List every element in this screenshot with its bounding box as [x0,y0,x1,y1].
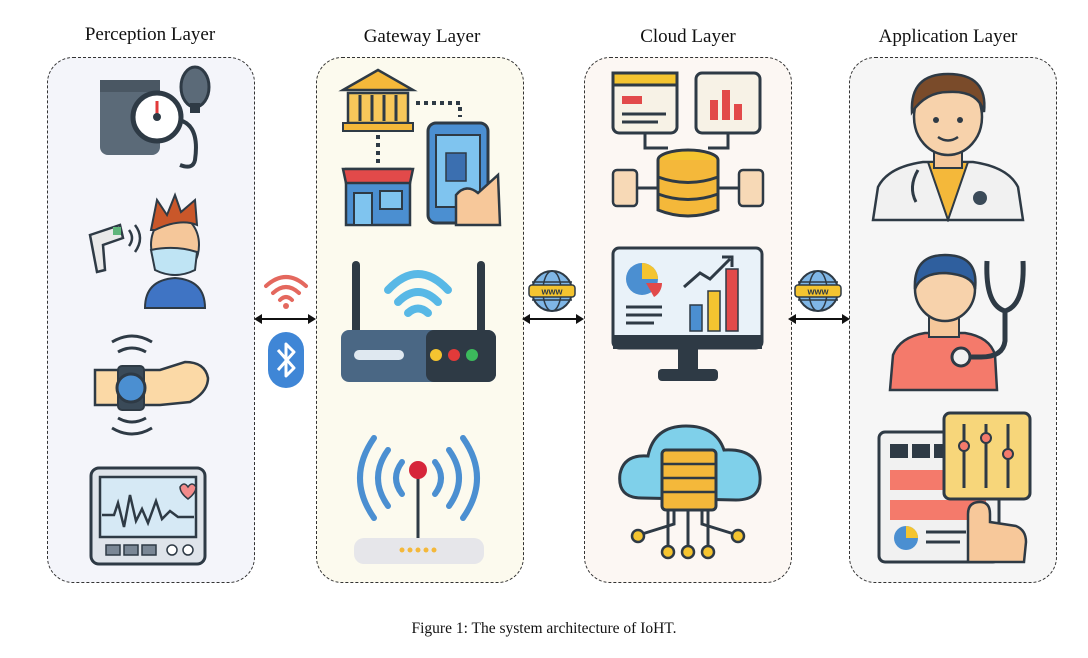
analytics-dashboard-monitor-icon [611,246,764,381]
control-panel-dashboard-icon [877,411,1032,564]
database-network-icon [611,71,765,218]
cloud-application-arrow [788,314,850,324]
patient-stethoscope-icon [888,253,1026,392]
cloud-server-icon [618,424,762,560]
smartwatch-wrist-icon [93,334,210,436]
doctor-icon [871,72,1025,222]
bank-store-phone-gateway-icon [338,68,502,227]
www-label-2: www [806,287,829,297]
www-globe-icon: www [528,270,576,312]
cloud-layer-title: Cloud Layer [640,26,736,47]
blood-pressure-monitor-icon [100,65,211,169]
signal-antenna-router-icon [354,435,484,564]
figure-caption: Figure 1: The system architecture of IoH… [411,620,677,637]
thermometer-gun-person-icon [88,192,207,309]
bluetooth-icon [268,332,304,388]
gateway-layer-title: Gateway Layer [363,26,481,47]
www-globe-icon-2: www [794,270,842,312]
www-label: www [540,287,563,297]
heart-rate-monitor-icon [89,466,207,566]
perception-gateway-arrow [254,314,316,324]
gateway-cloud-arrow [522,314,584,324]
application-layer-title: Application Layer [878,26,1018,47]
wifi-icon [264,275,308,309]
wifi-router-icon [341,261,496,382]
perception-layer-title: Perception Layer [84,24,216,45]
